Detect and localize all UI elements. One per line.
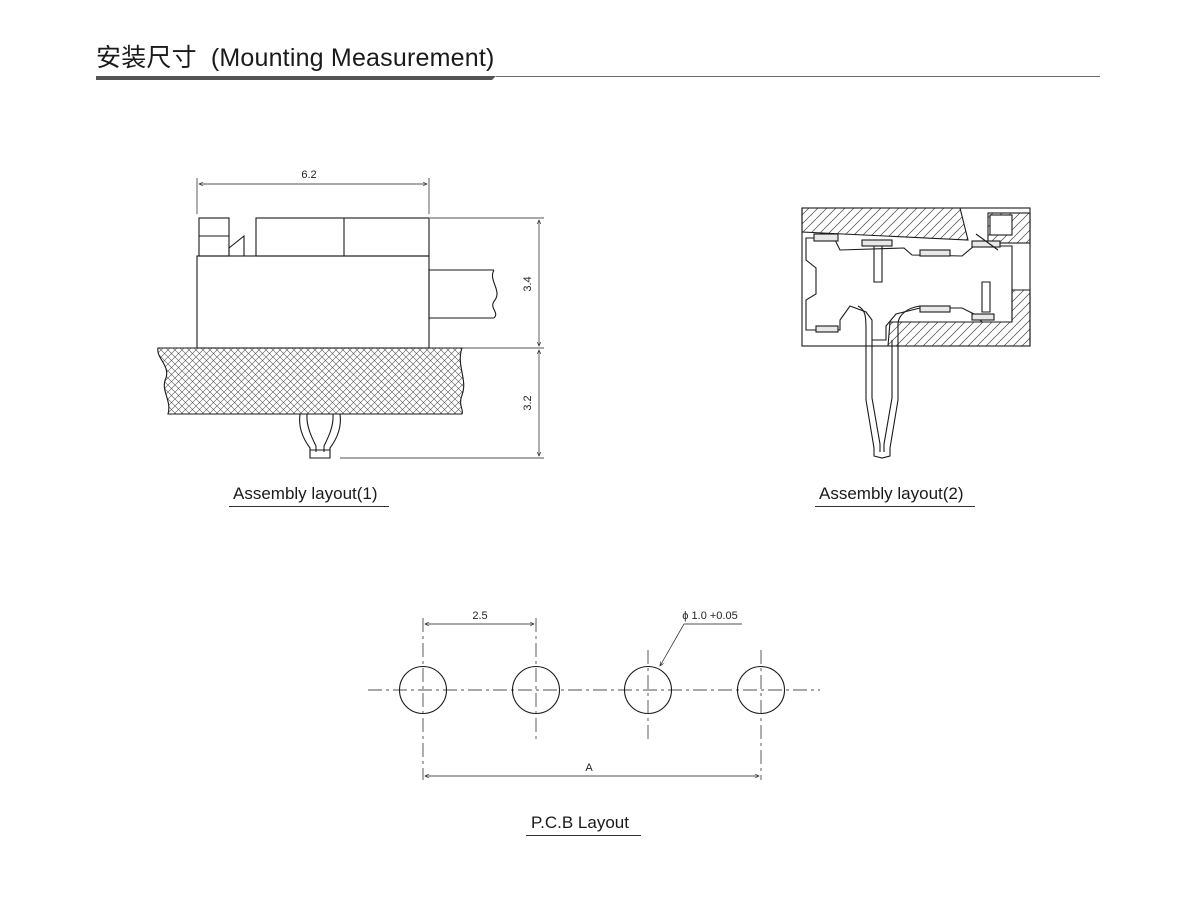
caption-underline-pcb (526, 835, 641, 836)
caption-underline-2 (815, 506, 975, 507)
page-title: 安装尺寸 (Mounting Measurement) (96, 38, 495, 74)
title-chinese: 安装尺寸 (96, 44, 197, 72)
title-english: (Mounting Measurement) (210, 44, 495, 72)
dim-width-label: 6.2 (301, 169, 316, 181)
header-rule-thin (496, 76, 1100, 77)
dim-height-top-label: 3.4 (522, 276, 534, 291)
assembly-layout-2 (801, 207, 1031, 459)
caption-pcb-layout: P.C.B Layout (531, 813, 629, 832)
dim-pitch-label: 2.5 (472, 610, 487, 622)
header-rule-thick (96, 76, 496, 80)
pcb-hole (623, 665, 673, 715)
pcb-hole (398, 665, 448, 715)
caption-assembly-layout-1: Assembly layout(1) (233, 484, 378, 503)
pcb-layout (368, 618, 820, 780)
dim-total-label: A (585, 762, 593, 774)
pcb-hole (511, 665, 561, 715)
page-header: 安装尺寸 (Mounting Measurement) (96, 38, 1100, 88)
pcb-hole (736, 665, 786, 715)
dim-hole-label: ϕ 1.0 +0.05 (682, 610, 737, 622)
caption-assembly-layout-2: Assembly layout(2) (819, 484, 964, 503)
dim-height-bottom-label: 3.2 (522, 395, 534, 410)
caption-underline-1 (229, 506, 389, 507)
assembly-layout-1 (157, 178, 544, 459)
